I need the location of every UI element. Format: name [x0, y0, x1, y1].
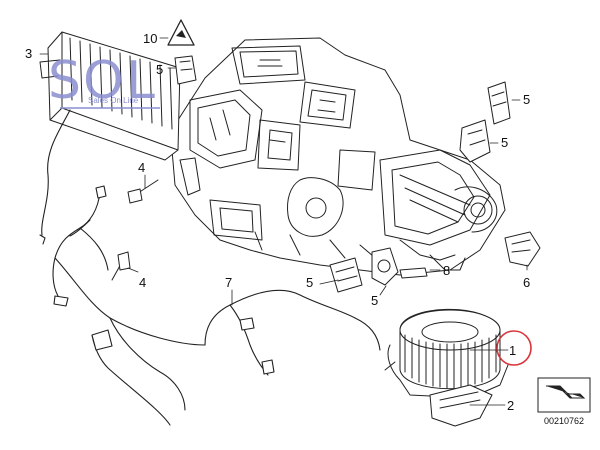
callout-6: 6	[523, 275, 530, 290]
sensor-clip-a	[174, 55, 197, 85]
callout-10: 10	[143, 31, 157, 46]
callout-3: 3	[25, 46, 32, 61]
actuator-top-right	[487, 81, 511, 125]
callout-5-top-left: 5	[156, 62, 163, 77]
temperature-sensor-b	[111, 251, 131, 281]
callout-1: 1	[509, 343, 516, 358]
actuator-mid-right	[459, 119, 491, 163]
highlight-circle	[496, 330, 532, 366]
callout-4-lower: 4	[139, 275, 146, 290]
hvac-housing	[171, 37, 506, 276]
actuator-lower-right	[371, 247, 399, 286]
blower-resistor	[504, 231, 541, 267]
wiring-harness-left	[39, 109, 381, 426]
callout-5-top-right: 5	[523, 92, 530, 107]
reference-box: 00210762	[537, 377, 591, 426]
callout-5-lower-right: 5	[371, 293, 378, 308]
actuator-lower-left	[329, 257, 363, 293]
callout-8: 8	[443, 263, 450, 278]
leader-lines	[39, 37, 528, 406]
callout-7: 7	[225, 275, 232, 290]
reference-arrow-icon	[546, 385, 586, 399]
evaporator-panel	[39, 31, 181, 161]
blower-motor	[384, 308, 509, 399]
callout-labels: 3 10 5 5 5 4 4 7 5 8 5 6 1 2	[25, 31, 530, 413]
logo-tagline: Sales On Line	[88, 96, 139, 105]
warning-label-icon	[167, 19, 195, 46]
reference-number: 00210762	[544, 416, 584, 426]
reference-icon-frame	[537, 377, 591, 413]
logo-letters: SOL	[48, 51, 157, 111]
callout-5-lower-left: 5	[306, 275, 313, 290]
callout-2: 2	[507, 398, 514, 413]
blower-lower-cover	[429, 384, 493, 427]
callout-4-upper: 4	[138, 160, 145, 175]
temperature-sensor-a	[127, 179, 159, 204]
callout-5-mid-right: 5	[501, 135, 508, 150]
sol-logo: SOL Sales On Line	[48, 51, 160, 111]
connector-8	[399, 267, 428, 279]
